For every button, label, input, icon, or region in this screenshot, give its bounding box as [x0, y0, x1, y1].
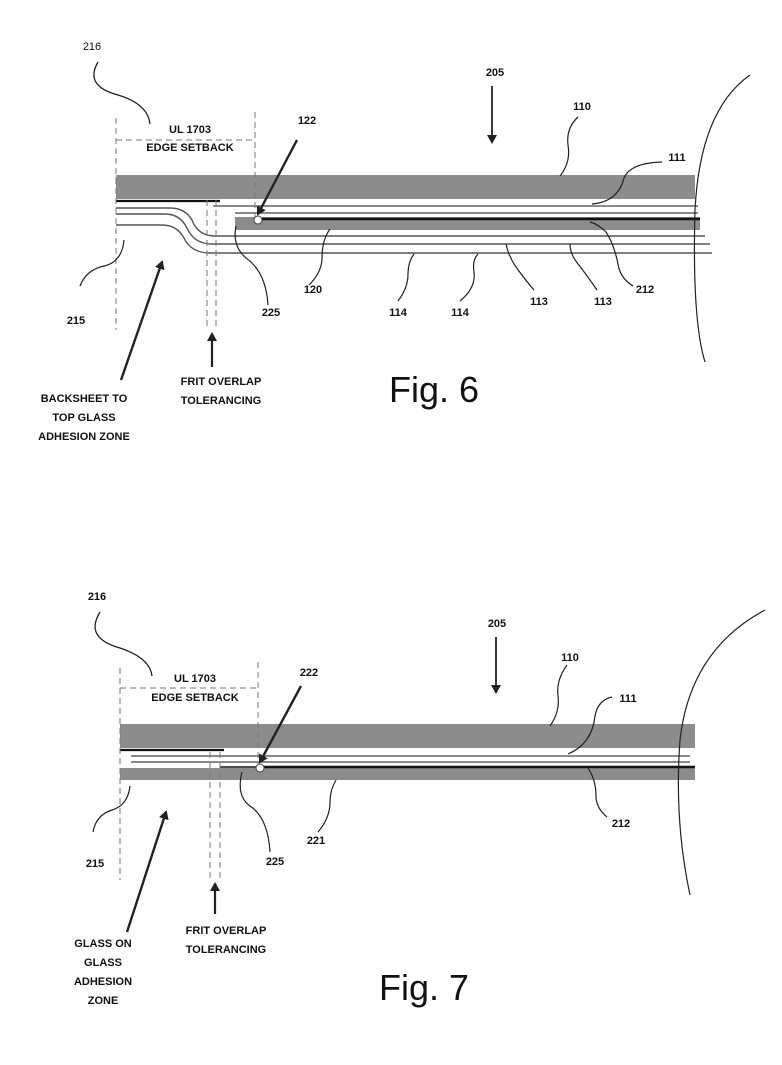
- label-glass-3: ADHESION: [74, 976, 132, 988]
- leader-114a: [397, 253, 415, 302]
- label-110: 110: [561, 652, 579, 664]
- label-110: 110: [573, 101, 591, 113]
- label-backsheet-1: BACKSHEET TO: [41, 393, 128, 405]
- backsheet-layer-3: [116, 224, 712, 254]
- backsheet-layer-1: [116, 207, 705, 237]
- figure-7: 216 205 110 111 222 UL 1703 EDGE SETBACK…: [74, 591, 766, 1008]
- leader-111: [567, 696, 613, 755]
- label-216: 216: [83, 41, 101, 53]
- contact-dot-122: [253, 215, 263, 225]
- label-212: 212: [612, 818, 630, 830]
- leader-212: [587, 767, 608, 818]
- contact-dot-222: [255, 763, 265, 773]
- label-backsheet-3: ADHESION ZONE: [38, 431, 130, 443]
- label-225: 225: [262, 307, 280, 319]
- bottom-layer-212: [235, 217, 700, 230]
- label-122: 122: [298, 115, 316, 127]
- label-221: 221: [307, 835, 325, 847]
- break-line: [693, 74, 751, 363]
- leader-225: [239, 771, 271, 853]
- label-225: 225: [266, 856, 284, 868]
- label-setback-1: UL 1703: [174, 673, 216, 685]
- label-backsheet-2: TOP GLASS: [52, 412, 115, 424]
- leader-216: [94, 611, 153, 677]
- arrow-222: [258, 685, 303, 764]
- label-205: 205: [486, 67, 504, 79]
- leader-225: [234, 225, 269, 306]
- label-frit-1: FRIT OVERLAP: [186, 925, 267, 937]
- label-glass-2: GLASS: [84, 957, 122, 969]
- label-setback-1: UL 1703: [169, 124, 211, 136]
- bottom-glass-layer-221: [120, 768, 695, 780]
- leader-221: [317, 779, 337, 833]
- label-215: 215: [86, 858, 104, 870]
- label-216: 216: [88, 591, 106, 603]
- label-111: 111: [668, 152, 685, 164]
- backsheet-layer-2: [116, 213, 710, 245]
- label-114a: 114: [389, 307, 408, 319]
- figure-6: 216 205 110 111 122 UL 1703 EDGE SETBACK…: [38, 41, 751, 443]
- label-frit-2: TOLERANCING: [181, 395, 261, 407]
- label-114b: 114: [451, 307, 470, 319]
- top-glass-layer-110: [120, 724, 695, 748]
- arrow-122: [256, 139, 299, 216]
- leader-113b: [569, 243, 598, 291]
- label-setback-2: EDGE SETBACK: [146, 142, 233, 154]
- label-113a: 113: [530, 296, 548, 308]
- label-120: 120: [304, 284, 322, 296]
- leader-212: [589, 221, 634, 287]
- break-line: [677, 609, 766, 896]
- label-glass-4: ZONE: [88, 995, 119, 1007]
- caption-fig-6: Fig. 6: [389, 369, 479, 410]
- label-setback-2: EDGE SETBACK: [151, 692, 238, 704]
- label-222: 222: [300, 667, 318, 679]
- label-111: 111: [619, 693, 636, 705]
- leader-110: [549, 664, 568, 727]
- label-frit-1: FRIT OVERLAP: [181, 376, 262, 388]
- leader-111: [591, 161, 663, 205]
- caption-fig-7: Fig. 7: [379, 967, 469, 1008]
- label-113b: 113: [594, 296, 612, 308]
- leader-215: [79, 239, 125, 287]
- leader-113a: [505, 243, 535, 291]
- leader-215: [92, 785, 131, 833]
- leader-114b: [459, 253, 479, 302]
- label-212: 212: [636, 284, 654, 296]
- arrow-glass-zone: [125, 810, 169, 933]
- top-glass-layer-110: [116, 175, 695, 199]
- label-215: 215: [67, 315, 85, 327]
- label-205: 205: [488, 618, 506, 630]
- label-frit-2: TOLERANCING: [186, 944, 266, 956]
- leader-216: [93, 61, 151, 125]
- leader-110: [559, 116, 579, 177]
- label-glass-1: GLASS ON: [74, 938, 132, 950]
- leader-120: [308, 228, 331, 286]
- arrow-backsheet-zone: [119, 260, 165, 381]
